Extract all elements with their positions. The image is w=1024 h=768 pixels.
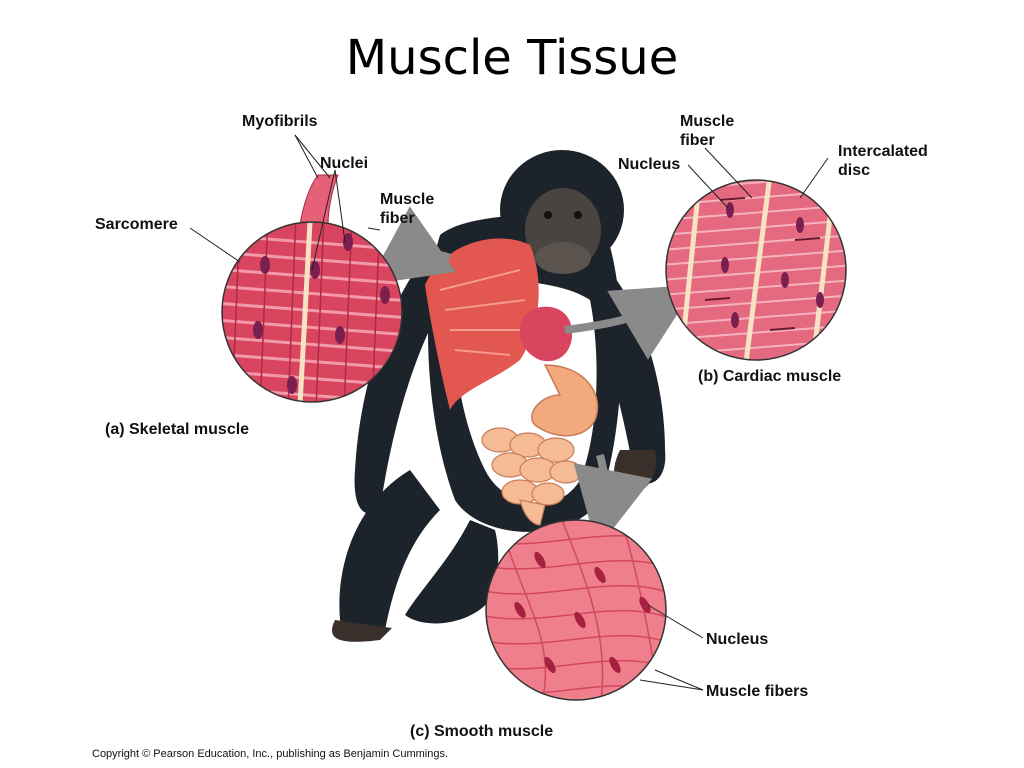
label-cardiac-muscle-fiber-line1: Muscle <box>680 113 735 130</box>
label-nuclei: Nuclei <box>320 155 369 172</box>
label-skeletal-muscle-fiber-line2: fiber <box>380 210 415 227</box>
label-skeletal-muscle-fiber-line1: Muscle <box>380 191 435 208</box>
label-myofibrils: Myofibrils <box>242 113 318 130</box>
label-sarcomere: Sarcomere <box>95 216 178 233</box>
arrow-to-cardiac <box>564 284 697 360</box>
label-cardiac-nucleus: Nucleus <box>618 156 681 173</box>
label-intercalated-disc-line1: Intercalated <box>838 143 928 160</box>
arrow-to-skeletal <box>367 206 456 285</box>
label-cardiac-muscle-fiber: Muscle fiber <box>680 112 734 150</box>
caption-cardiac-muscle: (b) Cardiac muscle <box>698 368 842 385</box>
slide-title: Muscle Tissue <box>345 30 679 86</box>
caption-skeletal-muscle: (a) Skeletal muscle <box>105 421 250 438</box>
label-skeletal-muscle-fiber: Muscle fiber <box>380 190 434 228</box>
chimpanzee-illustration <box>332 150 666 642</box>
label-intercalated-disc-line2: disc <box>838 162 871 179</box>
arrows <box>367 206 697 550</box>
label-intercalated-disc: Intercalated disc <box>838 142 928 180</box>
leader-lines <box>189 134 829 691</box>
arrow-to-smooth <box>573 454 653 550</box>
copyright-notice: Copyright © Pearson Education, Inc., pub… <box>92 748 449 760</box>
label-cardiac-muscle-fiber-line2: fiber <box>680 132 715 149</box>
caption-smooth-muscle: (c) Smooth muscle <box>410 723 554 740</box>
cardiac-muscle-circle <box>665 179 847 361</box>
label-smooth-nucleus: Nucleus <box>706 631 769 648</box>
label-smooth-muscle-fibers: Muscle fibers <box>706 683 809 700</box>
